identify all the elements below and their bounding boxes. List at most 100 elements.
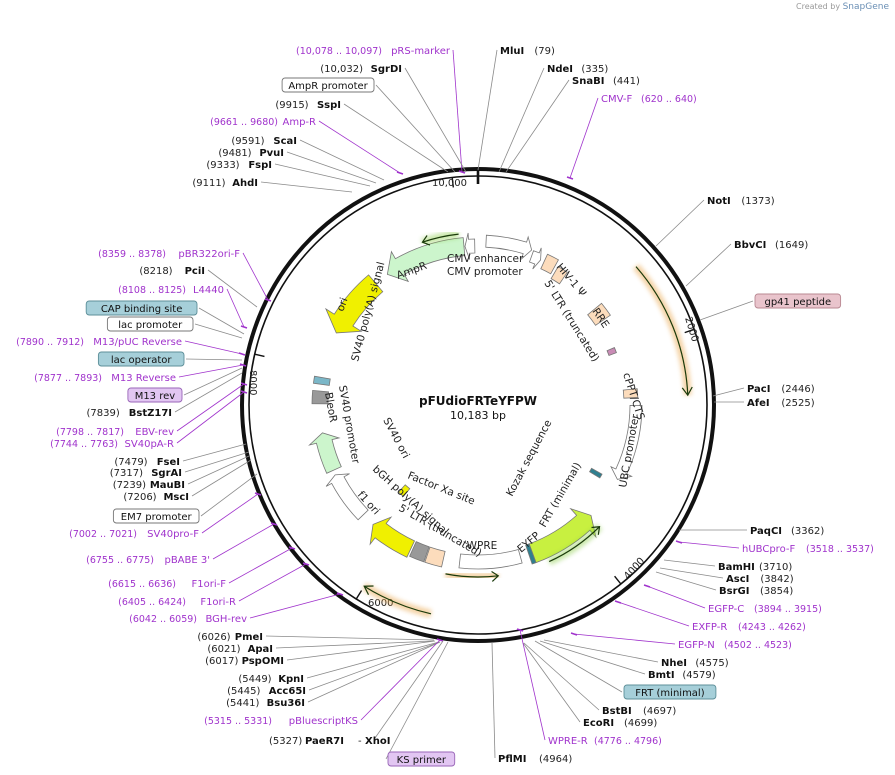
ampr-arrow[interactable] [386, 237, 466, 283]
bleor-arrow[interactable] [308, 432, 342, 474]
enzyme-EcoRI[interactable]: EcoRI(4699) [583, 718, 657, 729]
primer-hUBCpro-F[interactable]: hUBCpro-F(3518 .. 3537) [742, 544, 874, 555]
enzyme-PvuI[interactable]: PvuI(9481) [218, 148, 284, 159]
enzyme-FseI[interactable]: FseI(7479) [114, 457, 180, 468]
eyfp-arrow[interactable] [528, 507, 597, 564]
enzyme-SspI[interactable]: SspI(9915) [275, 100, 341, 111]
primer-WPRE-R[interactable]: WPRE-R(4776 .. 4796) [548, 736, 662, 747]
frt-block[interactable] [588, 467, 603, 479]
enzyme-MscI[interactable]: MscI(7206) [123, 492, 189, 503]
enzyme-ScaI[interactable]: ScaI(9591) [231, 136, 297, 147]
cppt-block[interactable] [622, 388, 639, 399]
cmv-promoter-arrow[interactable] [528, 247, 542, 270]
feature-box-lac-promoter[interactable]: lac promoter [106, 316, 194, 332]
gp41-block[interactable] [606, 347, 617, 357]
kozak-block[interactable] [525, 543, 537, 565]
feature-box-EM7-promoter[interactable]: EM7 promoter [112, 508, 200, 524]
snapgene-brand[interactable]: SnapGene [842, 2, 889, 12]
enzyme-AscI[interactable]: AscI(3842) [726, 574, 794, 585]
enzyme-BstZ17I[interactable]: BstZ17I(7839) [87, 408, 172, 419]
rre-block[interactable] [587, 302, 611, 326]
sv40-ori-block[interactable] [397, 484, 411, 498]
feature-box-lac-operator[interactable]: lac operator [97, 351, 185, 367]
feature-box-KS-primer[interactable]: KS primer [387, 751, 456, 767]
enzyme-PaeR7I-XhoI[interactable]: (5327)PaeR7I-XhoI [269, 736, 390, 747]
enzyme-FspI[interactable]: FspI(9333) [206, 160, 272, 171]
cmv-enhancer-arrow[interactable] [485, 234, 533, 260]
enzyme-position: (4575) [695, 658, 728, 669]
primer-pBR322ori-F[interactable]: pBR322ori-F(8359 .. 8378) [98, 249, 240, 260]
enzyme-ApaI[interactable]: ApaI(6021) [207, 644, 273, 655]
enzyme-name: BbvCI [734, 240, 766, 251]
primer-EGFP-N[interactable]: EGFP-N(4502 .. 4523) [678, 640, 792, 651]
enzyme-PaqCI[interactable]: PaqCI(3362) [750, 526, 824, 537]
enzyme-BamHI[interactable]: BamHI(3710) [718, 562, 792, 573]
primer-position: (4776 .. 4796) [594, 736, 662, 747]
primer-arrow-gp41[interactable] [632, 263, 693, 397]
enzyme-PspOMI[interactable]: PspOMI(6017) [205, 656, 284, 667]
ori-arrow[interactable] [325, 274, 384, 334]
feature-box-CAP-binding-site[interactable]: CAP binding site [85, 300, 198, 316]
enzyme-name: XhoI [365, 736, 390, 747]
enzyme-NdeI[interactable]: NdeI(335) [547, 64, 608, 75]
enzyme-KpnI[interactable]: KpnI(5449) [238, 674, 304, 685]
primer-EBV-rev[interactable]: EBV-rev(7798 .. 7817) [56, 427, 174, 438]
label-cmv-enhancer: CMV enhancer [447, 253, 524, 265]
enzyme-PmeI[interactable]: PmeI(6026) [197, 632, 263, 643]
enzyme-AhdI[interactable]: AhdI(9111) [192, 178, 258, 189]
enzyme-PciI[interactable]: PciI(8218) [139, 266, 205, 277]
primer-pBluescriptKS[interactable]: pBluescriptKS(5315 .. 5331) [204, 716, 358, 727]
sv40-polya-block[interactable] [311, 389, 330, 405]
enzyme-Acc65I[interactable]: Acc65I(5445) [227, 686, 306, 697]
enzyme-SgrDI[interactable]: SgrDI(10,032) [320, 64, 402, 75]
enzyme-PflMI[interactable]: PflMI(4964) [498, 754, 572, 765]
bgh-block[interactable] [409, 541, 430, 563]
ubc-promoter-arrow[interactable] [610, 404, 643, 480]
primer-F1ori-R[interactable]: F1ori-R(6405 .. 6424) [118, 597, 236, 608]
primer-arrow-eyfp[interactable] [547, 523, 603, 566]
primer-L4440[interactable]: L4440(8108 .. 8125) [118, 285, 224, 296]
enzyme-NheI[interactable]: NheI(4575) [661, 658, 729, 669]
primer-M13-pUC-Reverse[interactable]: M13/pUC Reverse(7890 .. 7912) [16, 337, 182, 348]
enzyme-MluI[interactable]: MluI(79) [500, 46, 555, 57]
wpre-block[interactable] [458, 548, 523, 570]
primer-pRS-marker[interactable]: pRS-marker(10,078 .. 10,097) [296, 46, 451, 57]
primer-SV40pro-F[interactable]: SV40pro-F(7002 .. 7021) [69, 529, 199, 540]
feature-box-AmpR-promoter[interactable]: AmpR promoter [281, 77, 375, 93]
enzyme-Bsu36I[interactable]: Bsu36I(5441) [226, 698, 305, 709]
primer-EGFP-C[interactable]: EGFP-C(3894 .. 3915) [708, 604, 822, 615]
enzyme-MauBI[interactable]: MauBI(7239) [113, 480, 185, 491]
primer-CMV-F[interactable]: CMV-F(620 .. 640) [601, 94, 697, 105]
lac-operator-block[interactable] [312, 375, 331, 386]
feature-box-FRT-minimal-[interactable]: FRT (minimal) [623, 684, 717, 700]
feature-box-M13-rev[interactable]: M13 rev [127, 387, 183, 403]
ltr-block[interactable] [550, 265, 568, 285]
primer-arrow-wpre[interactable] [444, 569, 500, 582]
ltr-trunc-block[interactable] [424, 546, 446, 568]
ampr-promoter-arrow[interactable] [464, 232, 476, 260]
enzyme-BstBI[interactable]: BstBI(4697) [602, 706, 676, 717]
enzyme-BmtI[interactable]: BmtI(4579) [648, 670, 716, 681]
primer-EXFP-R[interactable]: EXFP-R(4243 .. 4262) [692, 622, 806, 633]
enzyme-BsrGI[interactable]: BsrGI(3854) [719, 586, 793, 597]
enzyme-BbvCI[interactable]: BbvCI(1649) [734, 240, 808, 251]
f1-ori-arrow[interactable] [369, 516, 416, 558]
enzyme-SgrAI[interactable]: SgrAI(7317) [110, 468, 182, 479]
enzyme-SnaBI[interactable]: SnaBI(441) [572, 76, 640, 87]
sv40-promoter-arrow[interactable] [325, 473, 369, 521]
feature-box-gp41-peptide[interactable]: gp41 peptide [754, 293, 842, 309]
primer-name: Amp-R [283, 117, 317, 128]
primer-Amp-R[interactable]: Amp-R(9661 .. 9680) [210, 117, 316, 128]
enzyme-AfeI[interactable]: AfeI(2525) [747, 398, 815, 409]
primer-arrow-bottom[interactable] [362, 582, 432, 618]
hiv-psi-block[interactable] [540, 253, 559, 275]
primer-BGH-rev[interactable]: BGH-rev(6042 .. 6059) [129, 614, 247, 625]
primer-arrow-ampr[interactable] [421, 230, 460, 247]
primer-M13-Reverse[interactable]: M13 Reverse(7877 .. 7893) [34, 373, 176, 384]
enzyme-NotI[interactable]: NotI(1373) [707, 196, 775, 207]
primer-SV40pA-R[interactable]: SV40pA-R(7744 .. 7763) [50, 439, 174, 450]
enzyme-name: Acc65I [269, 686, 306, 697]
primer-F1ori-F[interactable]: F1ori-F(6615 .. 6636) [108, 579, 226, 590]
primer-pBABE-3-[interactable]: pBABE 3'(6755 .. 6775) [86, 555, 210, 566]
enzyme-PacI[interactable]: PacI(2446) [747, 384, 815, 395]
